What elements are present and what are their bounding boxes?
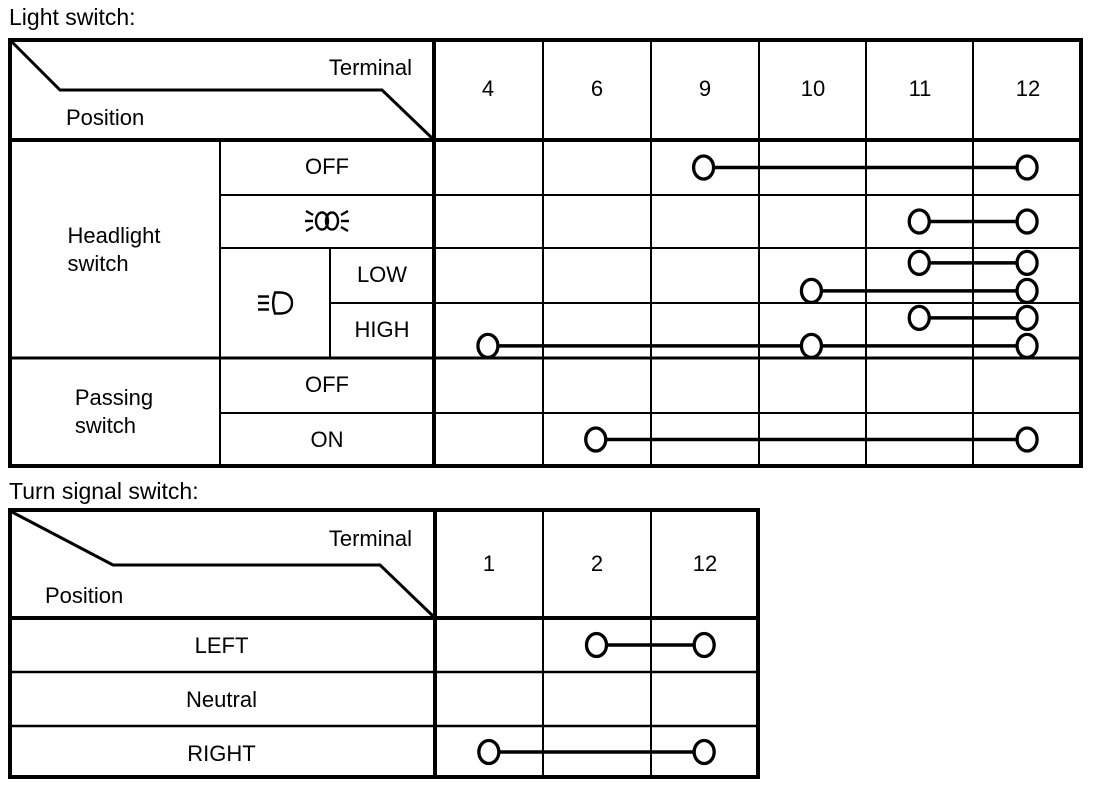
position-beam-high: HIGH [354, 317, 410, 342]
group-headlight-switch: Headlight switch [8, 222, 220, 278]
position-passing-off: OFF [305, 372, 349, 397]
group-passing-line2: switch [74, 413, 136, 438]
continuity-row-parking [434, 195, 1081, 248]
corner-position-label: Position [66, 105, 145, 130]
terminal-header-1: 1 [482, 551, 496, 576]
continuity-row-low [434, 248, 1081, 305]
terminal-header-12: 12 [1015, 76, 1041, 101]
parking-lamp-icon [305, 209, 349, 233]
continuity-row-passing-off [434, 358, 1081, 413]
group-headlight-line1: Headlight [67, 223, 161, 248]
corner-position-label: Position [45, 583, 124, 608]
terminal-header-9: 9 [698, 76, 712, 101]
continuity-row-right [435, 726, 758, 778]
position-left: LEFT [194, 633, 249, 658]
group-passing-switch: Passing switch [8, 384, 220, 440]
terminal-header-2: 2 [590, 551, 604, 576]
position-passing-on: ON [310, 427, 344, 452]
headlight-beam-icon [258, 291, 294, 315]
light-switch-table: Terminal Position 4 6 9 10 11 12 Headlig… [8, 38, 1083, 468]
light-switch-table-grid [8, 38, 1083, 468]
group-headlight-line2: switch [67, 251, 129, 276]
terminal-header-11: 11 [908, 76, 932, 101]
turn-signal-switch-table: Terminal Position 1 2 12 LEFT Neutral RI… [8, 508, 760, 779]
position-right: RIGHT [187, 741, 256, 766]
corner-terminal-label: Terminal [328, 526, 412, 551]
light-switch-title: Light switch: [9, 4, 136, 30]
continuity-row-headlight-off [434, 140, 1081, 195]
continuity-row-neutral [435, 672, 758, 726]
continuity-row-high [434, 303, 1081, 360]
continuity-row-passing-on [434, 413, 1081, 466]
position-headlight-off: OFF [305, 154, 349, 179]
turn-signal-table-grid [8, 508, 760, 779]
position-neutral: Neutral [186, 687, 257, 712]
terminal-header-12: 12 [692, 551, 718, 576]
terminal-header-6: 6 [590, 76, 604, 101]
terminal-header-4: 4 [481, 76, 495, 101]
position-beam-low: LOW [356, 262, 408, 287]
group-passing-line1: Passing [74, 385, 154, 410]
corner-terminal-label: Terminal [328, 55, 412, 80]
continuity-row-left [435, 618, 758, 672]
terminal-header-10: 10 [800, 76, 826, 101]
turn-signal-switch-title: Turn signal switch: [9, 478, 199, 504]
